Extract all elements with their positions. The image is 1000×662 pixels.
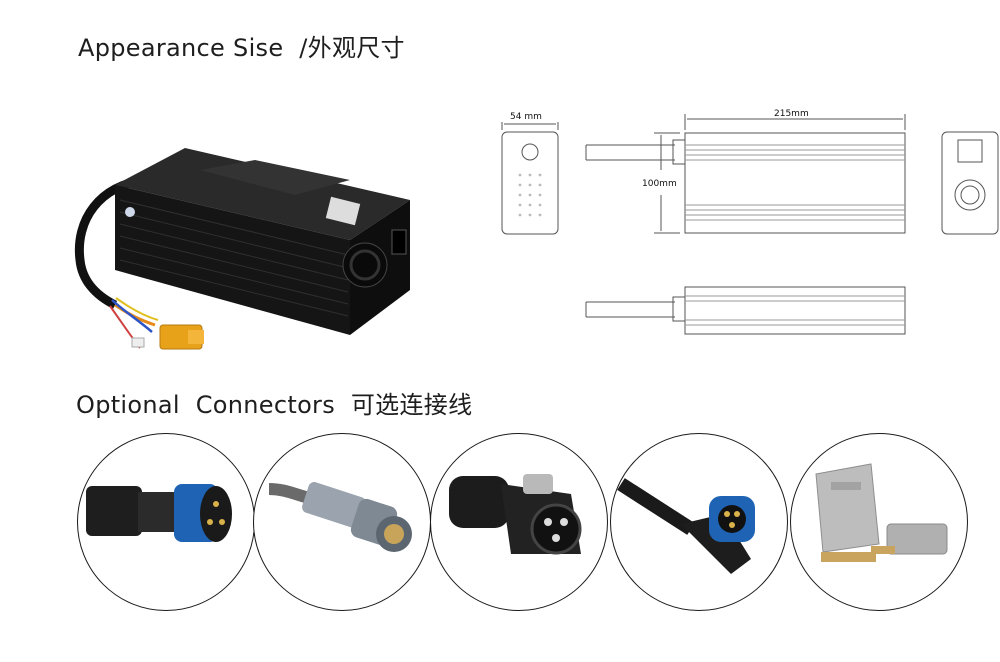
- blue-ring-connector-image: [86, 484, 232, 542]
- charger-body: [115, 148, 410, 335]
- side-view-top: [684, 132, 906, 234]
- end-view-rear: [941, 131, 999, 235]
- technical-drawing: 54 mm 215mm 100mm: [501, 109, 999, 335]
- connector-option-4: [610, 433, 788, 611]
- width-dimension: 54 mm: [510, 112, 542, 122]
- connector-option-2: [253, 433, 431, 611]
- connector-option-1: [77, 433, 255, 611]
- charger-product-photo: [74, 148, 410, 350]
- xt60-connector: [131, 324, 204, 350]
- length-dimension: 215mm: [774, 109, 809, 119]
- connector-option-3: [430, 433, 608, 611]
- appearance-size-heading: Appearance Sise /外观尺寸: [78, 34, 405, 62]
- right-angle-connector-image: [617, 478, 755, 574]
- metal-aviation-connector-image: [268, 482, 412, 552]
- optional-connectors-heading: Optional Connectors 可选连接线: [76, 391, 473, 419]
- connector-option-5: [790, 433, 968, 611]
- anderson-connector-image: [815, 463, 948, 562]
- black-lock-connector-image: [449, 474, 582, 555]
- end-view-front: [501, 131, 559, 235]
- height-dimension: 100mm: [642, 179, 677, 189]
- side-view-bottom: [684, 286, 906, 335]
